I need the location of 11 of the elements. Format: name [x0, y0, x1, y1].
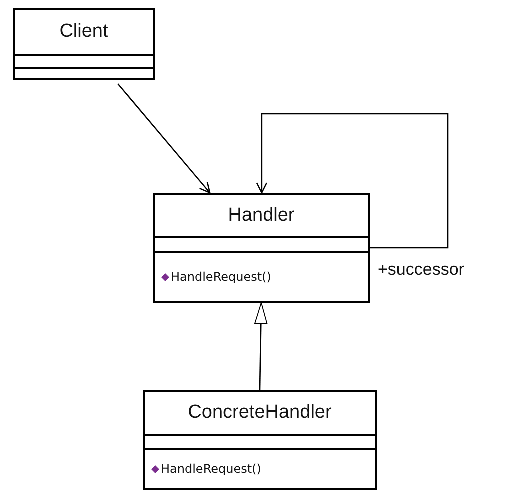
class-name: ConcreteHandler — [188, 402, 332, 424]
class-name: Handler — [228, 204, 295, 226]
arrow — [256, 113, 449, 249]
class-box — [143, 390, 377, 490]
operation-text: HandleRequest() — [161, 462, 262, 476]
arrow — [254, 302, 268, 390]
class-box — [153, 193, 370, 303]
class-box — [13, 8, 155, 80]
arrow — [118, 84, 211, 194]
class-name: Client — [60, 21, 108, 43]
operation-text: HandleRequest() — [171, 270, 272, 284]
